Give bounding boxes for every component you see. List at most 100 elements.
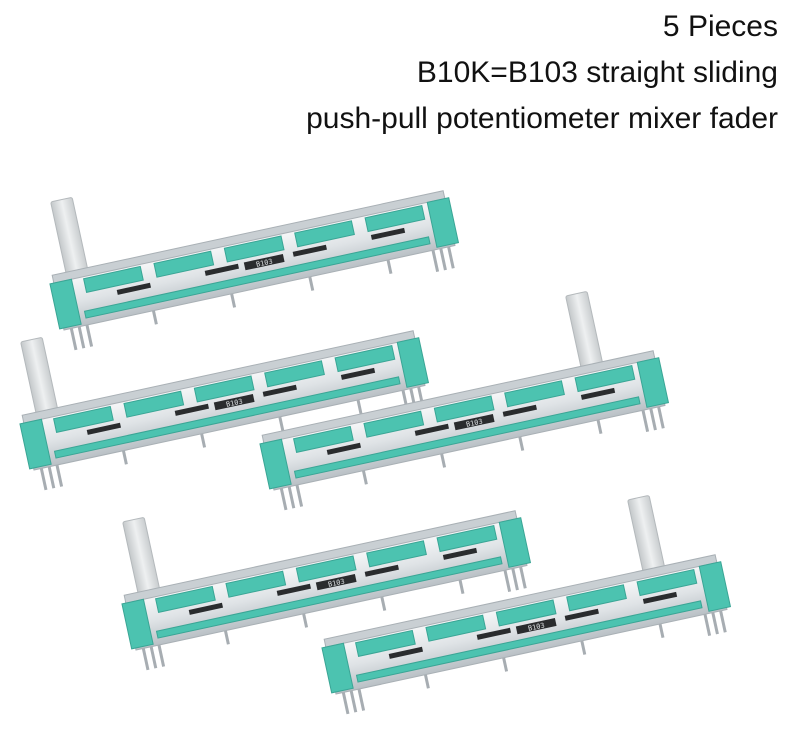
insulator-block xyxy=(363,410,425,438)
pin xyxy=(710,608,719,635)
pin xyxy=(458,577,465,594)
insulator-block xyxy=(223,235,285,263)
insulator-block xyxy=(636,568,698,597)
top-rail xyxy=(323,554,718,648)
pin xyxy=(199,431,207,448)
pin xyxy=(579,638,587,655)
pin xyxy=(121,448,128,465)
contact-slot xyxy=(292,244,327,257)
contact-slot xyxy=(370,227,406,240)
top-rail xyxy=(21,330,416,424)
insulator-block xyxy=(364,204,426,233)
insulator-strip xyxy=(355,600,703,683)
pin xyxy=(702,609,712,637)
insulator-block xyxy=(53,405,114,433)
pin xyxy=(718,606,727,633)
pin xyxy=(69,324,78,351)
insulator-block xyxy=(83,265,144,293)
end-cap xyxy=(259,438,292,490)
pin xyxy=(439,451,447,468)
pin xyxy=(223,628,230,645)
contact-slot xyxy=(326,442,362,455)
end-cap xyxy=(636,357,670,408)
pin xyxy=(84,320,94,347)
insulator-strip xyxy=(155,556,503,639)
pin xyxy=(286,482,296,509)
contact-slot xyxy=(276,583,311,596)
contact-slot xyxy=(262,384,297,397)
insulator-block xyxy=(504,380,565,408)
pin xyxy=(46,462,56,489)
fader-1: B103 xyxy=(49,190,460,351)
pin xyxy=(502,565,512,593)
pin xyxy=(356,684,366,711)
insulator-block xyxy=(566,584,627,612)
insulator-block xyxy=(193,375,255,403)
pin xyxy=(301,611,309,628)
insulator-block xyxy=(574,364,636,393)
end-cap xyxy=(396,337,430,388)
insulator-block xyxy=(225,570,287,598)
marking-plate xyxy=(453,414,495,431)
pin xyxy=(151,308,158,325)
insulator-strip xyxy=(83,236,431,319)
pin xyxy=(386,257,393,274)
pin xyxy=(501,655,509,672)
top-rail xyxy=(51,190,446,284)
pin xyxy=(356,397,363,414)
insulator-strip xyxy=(53,376,401,459)
insulator-block xyxy=(123,390,185,418)
insulator-block xyxy=(155,585,216,613)
insulator-strip xyxy=(293,396,641,479)
pin xyxy=(510,564,519,591)
pin xyxy=(279,484,288,511)
contact-slot xyxy=(502,404,537,417)
insulator-block xyxy=(425,614,487,642)
pin xyxy=(39,464,48,491)
pin xyxy=(446,242,455,269)
contact-slot xyxy=(116,282,152,295)
pin xyxy=(76,322,86,349)
pin xyxy=(361,468,368,485)
end-cap xyxy=(426,197,460,248)
contact-slot xyxy=(204,263,239,276)
contact-slot xyxy=(564,608,599,621)
contact-slot xyxy=(364,564,399,577)
contact-slot xyxy=(340,367,376,380)
top-rail xyxy=(261,350,656,444)
insulator-block xyxy=(334,344,396,373)
pin xyxy=(341,688,350,715)
insulator-block xyxy=(295,555,357,583)
marking-text: B103 xyxy=(527,621,545,632)
marking-text: B103 xyxy=(255,257,273,268)
pin xyxy=(54,460,64,487)
marking-plate xyxy=(315,574,357,591)
marking-plate xyxy=(515,618,557,635)
pin xyxy=(517,434,525,451)
end-cap xyxy=(698,561,732,612)
end-cap xyxy=(121,598,154,650)
contact-slot xyxy=(86,422,122,435)
pin xyxy=(379,594,387,611)
fader-3: B103 xyxy=(259,291,670,511)
pin xyxy=(307,274,315,291)
insulator-block xyxy=(436,524,498,553)
contact-slot xyxy=(414,423,449,436)
pin xyxy=(294,480,304,507)
marking-text: B103 xyxy=(465,417,483,428)
pin xyxy=(156,640,166,667)
pin xyxy=(229,291,237,308)
end-cap xyxy=(321,642,354,694)
contact-slot xyxy=(188,602,224,615)
pin xyxy=(596,417,603,434)
pin xyxy=(658,621,665,638)
contact-slot xyxy=(442,547,478,560)
end-cap xyxy=(19,418,52,470)
pin xyxy=(656,402,665,429)
end-cap xyxy=(49,278,82,330)
pin xyxy=(438,244,447,271)
pin xyxy=(430,245,440,273)
marking-plate xyxy=(213,394,255,411)
pin xyxy=(141,644,150,671)
